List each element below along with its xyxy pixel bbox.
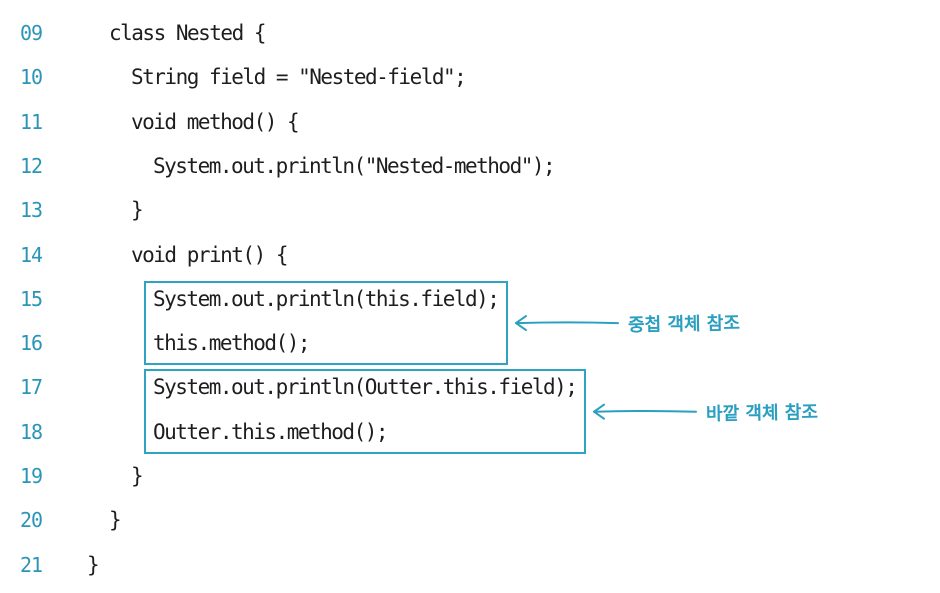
highlight-box	[144, 369, 586, 454]
line-code: }	[87, 552, 100, 577]
line-number: 10	[20, 65, 43, 90]
line-number: 18	[20, 419, 43, 444]
annotation-label: 바깥 객체 참조	[705, 401, 819, 425]
line-code: class Nested {	[109, 21, 267, 45]
line-number: 15	[20, 286, 43, 311]
arrow-left-icon	[593, 403, 605, 420]
arrow-left-icon	[515, 315, 527, 332]
line-number: 13	[20, 198, 43, 223]
line-number: 14	[20, 242, 43, 267]
line-code: Outter.this.method();	[153, 419, 389, 444]
line-number: 17	[20, 375, 43, 400]
line-code: void method() {	[131, 109, 300, 134]
line-number: 21	[20, 552, 43, 577]
line-number: 19	[20, 464, 43, 488]
line-number: 20	[20, 508, 43, 533]
highlight-box	[144, 280, 508, 366]
line-number: 12	[20, 153, 43, 178]
line-code: }	[131, 198, 144, 223]
line-code: System.out.println("Nested-method");	[153, 153, 556, 178]
line-code: }	[131, 464, 144, 488]
arrow-shaft	[593, 409, 697, 413]
line-code: }	[109, 508, 122, 533]
annotation-label: 중첩 객체 참조	[627, 313, 741, 337]
line-code: System.out.println(this.field);	[153, 286, 500, 311]
line-code: void print() {	[131, 242, 289, 267]
line-code: System.out.println(Outter.this.field);	[153, 375, 578, 400]
line-number: 11	[20, 109, 43, 134]
line-code: String field = "Nested-field";	[131, 65, 467, 90]
line-number: 16	[20, 331, 43, 356]
line-code: this.method();	[153, 331, 311, 356]
arrow-shaft	[515, 321, 619, 325]
line-number: 09	[20, 21, 43, 45]
